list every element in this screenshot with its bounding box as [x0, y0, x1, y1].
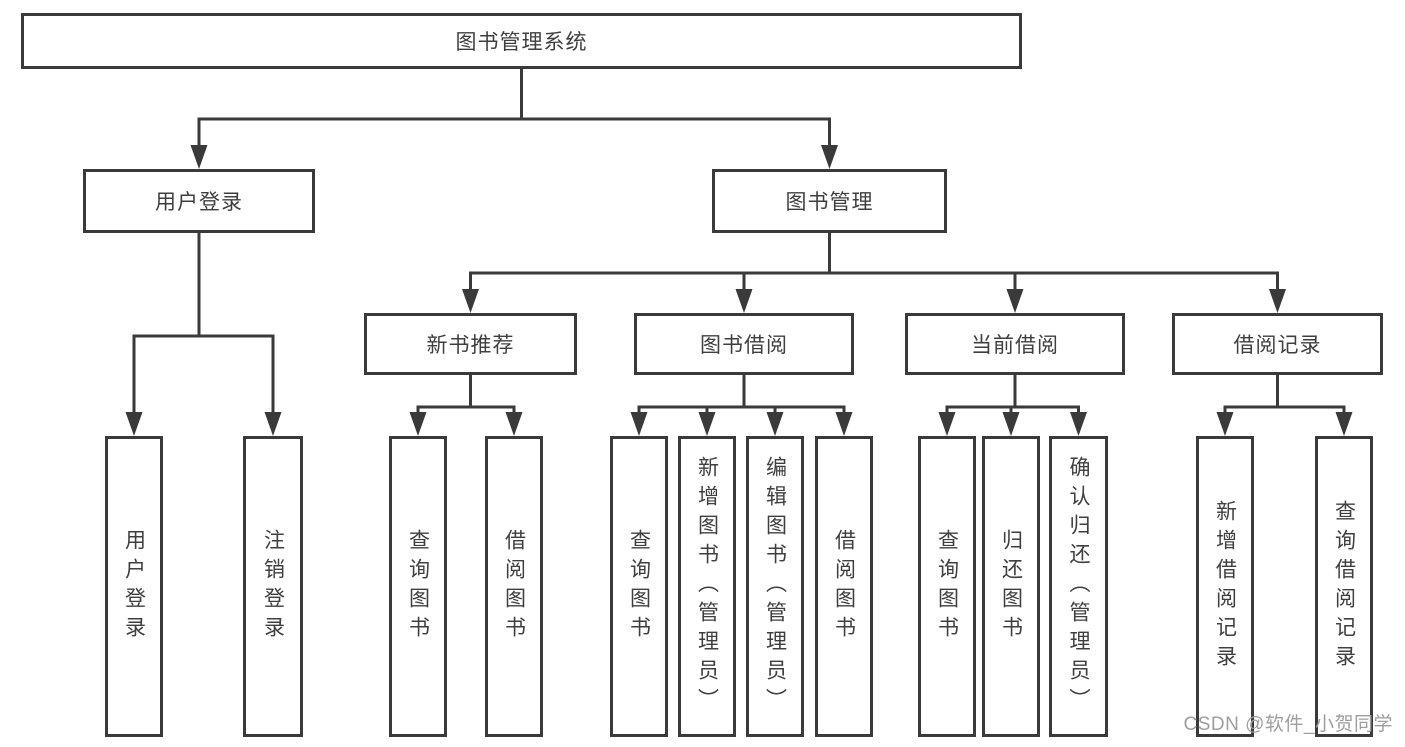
leaf-records-query-record: 查询借阅记录 — [1315, 436, 1373, 737]
leaf-borrowing-borrow-books: 借阅图书 — [815, 436, 873, 737]
leaf-borrowing-add-books-admin: 新增图书（管理员） — [678, 436, 736, 737]
node-book-management: 图书管理 — [712, 169, 947, 233]
leaf-borrowing-edit-books-admin: 编辑图书（管理员） — [746, 436, 804, 737]
leaf-recommend-query-books: 查询图书 — [389, 436, 447, 737]
leaf-recommend-borrow-books: 借阅图书 — [485, 436, 543, 737]
node-user-login: 用户登录 — [83, 169, 315, 233]
node-new-book-recommend: 新书推荐 — [364, 313, 577, 375]
leaf-logout: 注销登录 — [243, 436, 303, 737]
leaf-current-query-books: 查询图书 — [918, 436, 976, 737]
node-current-borrowing: 当前借阅 — [905, 313, 1125, 375]
leaf-current-return-books: 归还图书 — [982, 436, 1040, 737]
leaf-current-confirm-return-admin: 确认归还（管理员） — [1049, 436, 1108, 737]
node-borrowing-records: 借阅记录 — [1172, 313, 1383, 375]
leaf-borrowing-query-books: 查询图书 — [610, 436, 668, 737]
node-book-borrowing: 图书借阅 — [634, 313, 854, 375]
leaf-user-login: 用户登录 — [105, 436, 163, 737]
node-root-library-system: 图书管理系统 — [21, 13, 1022, 69]
leaf-records-add-record: 新增借阅记录 — [1196, 436, 1254, 737]
